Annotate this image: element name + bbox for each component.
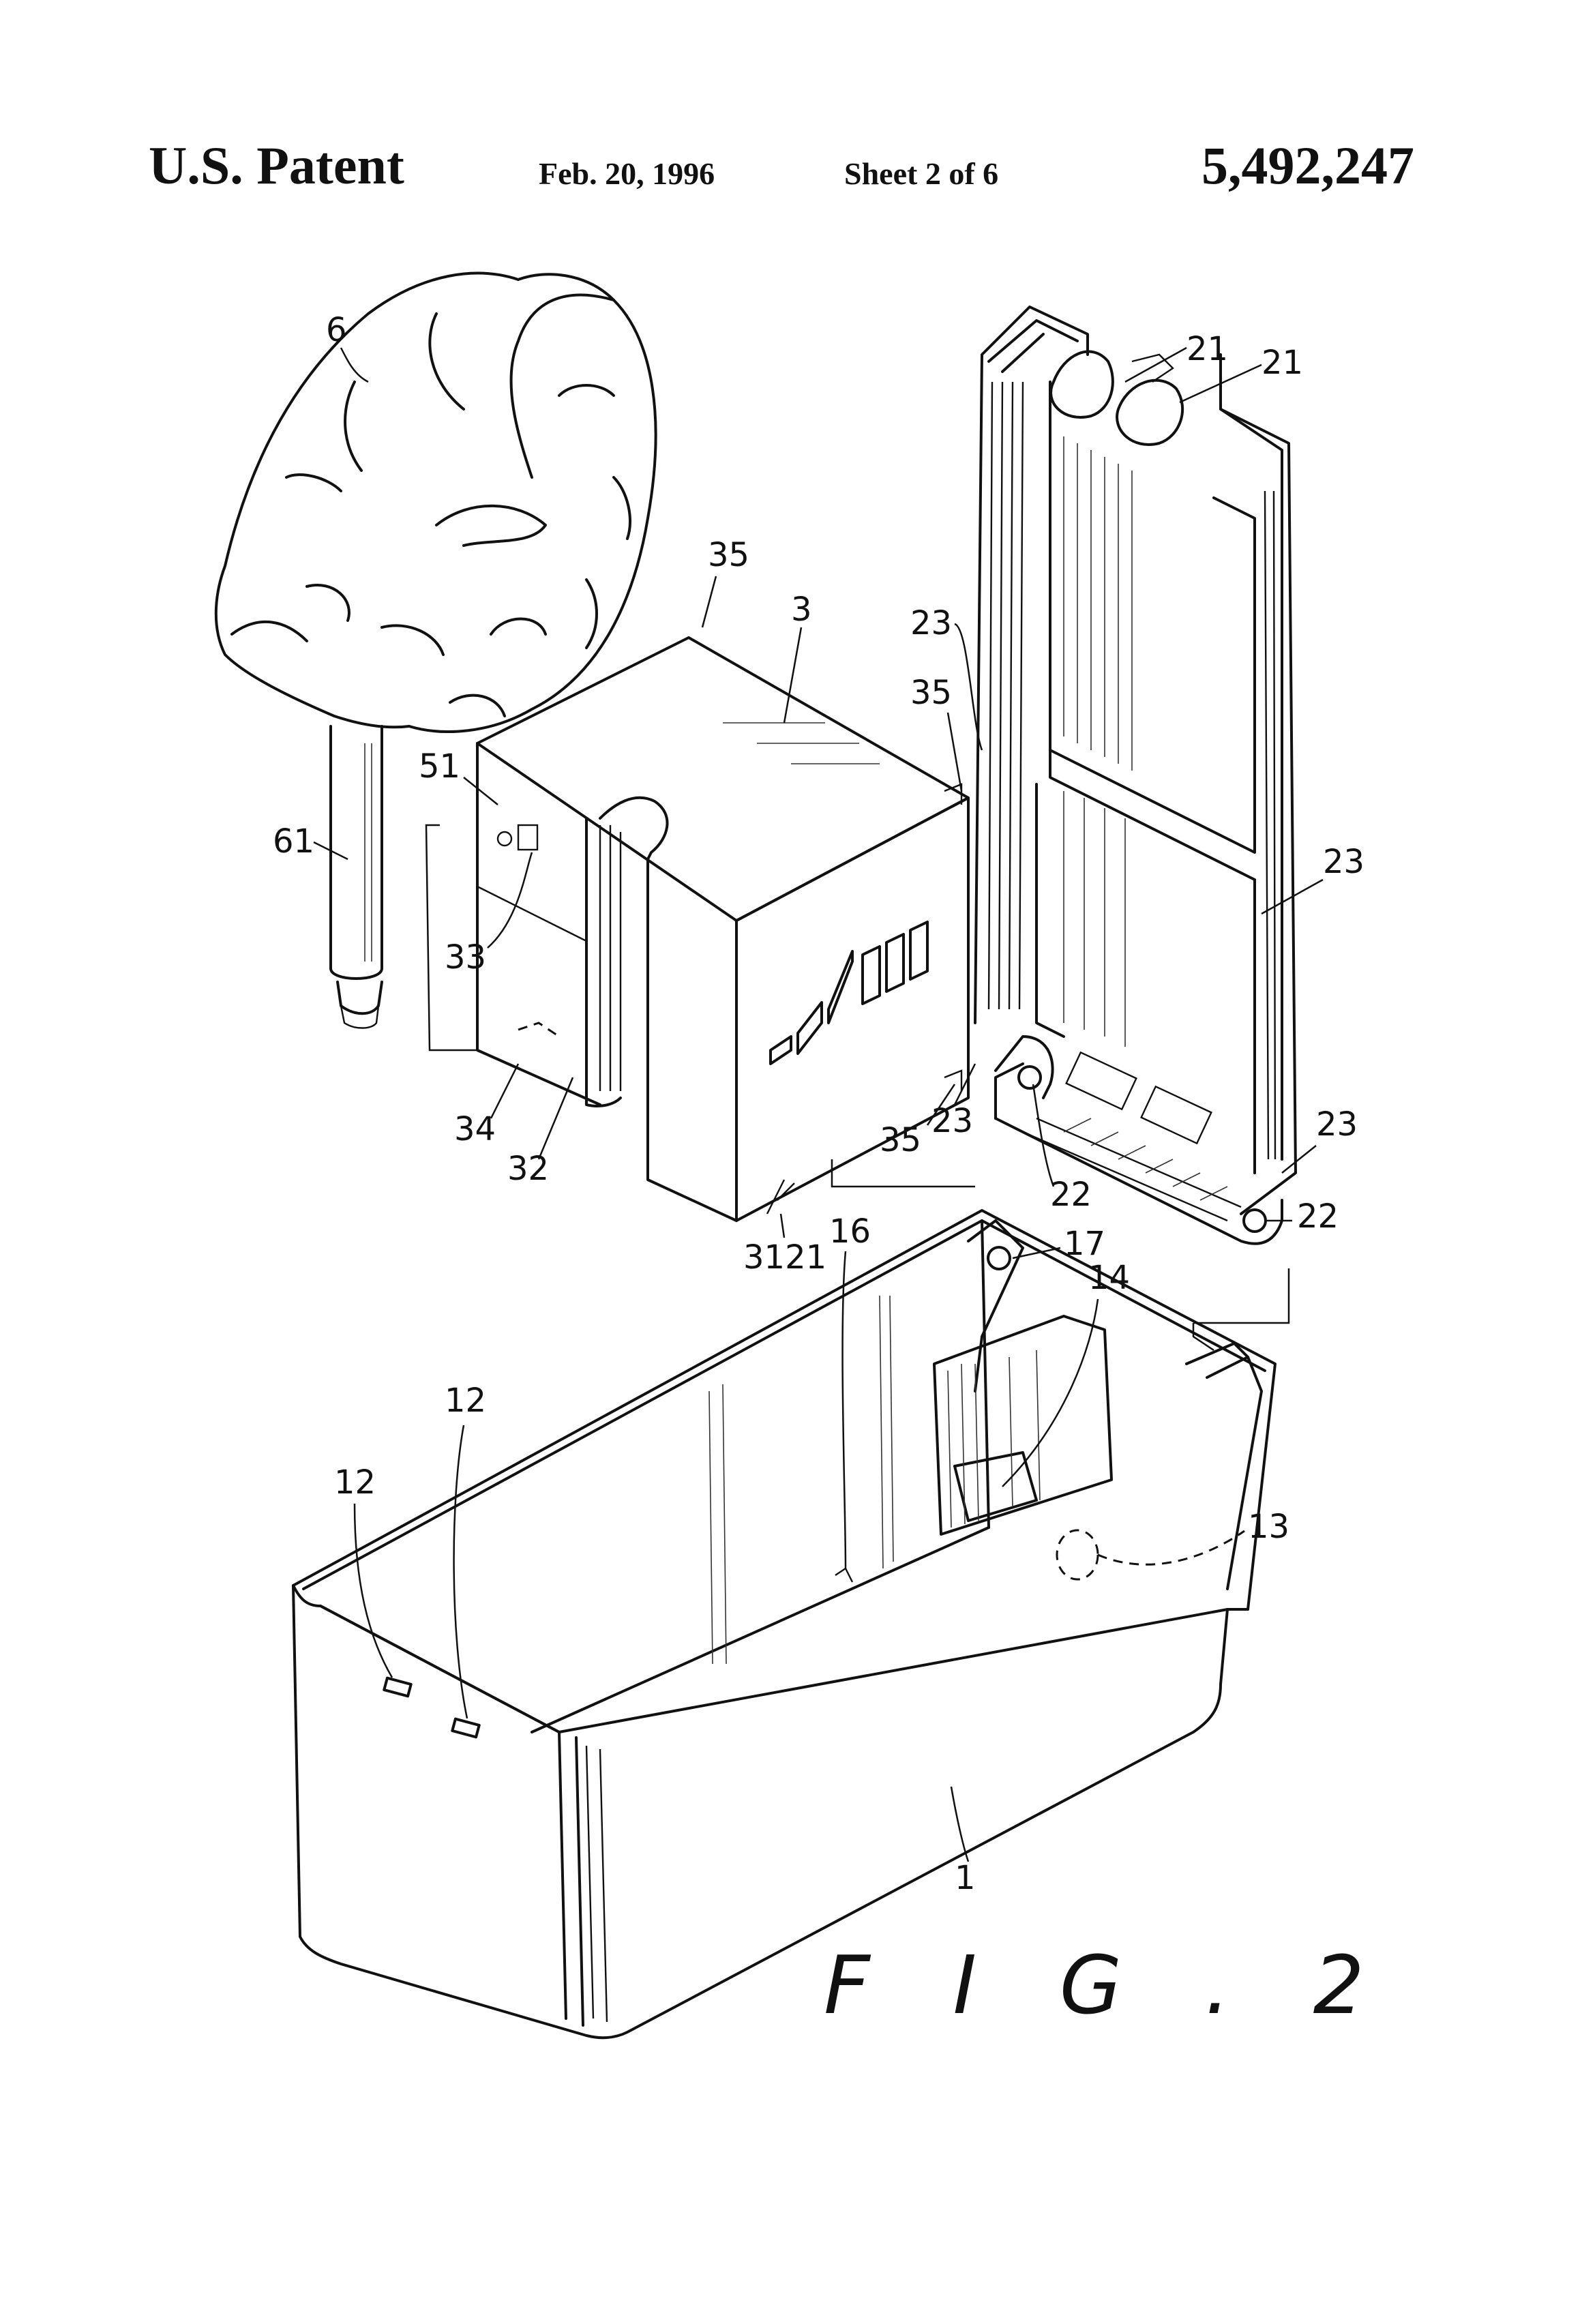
ref-23-c: 23: [1323, 843, 1364, 881]
ref-23-a: 23: [910, 604, 952, 642]
figure-caption: F I G . 2: [824, 1938, 1393, 2032]
ref-1: 1: [955, 1859, 976, 1897]
ref-34: 34: [454, 1110, 496, 1148]
ref-35-right: 35: [910, 674, 952, 712]
ref-3: 3: [791, 591, 812, 629]
ref-22-a: 22: [1050, 1176, 1092, 1214]
reference-numerals: 6 61 51 33 34 32 35 3 23 35 35 23: [273, 311, 1364, 1897]
ref-17: 17: [1064, 1225, 1105, 1263]
ref-6: 6: [326, 311, 347, 349]
ref-21-b: 21: [1262, 344, 1303, 382]
box: [293, 1210, 1275, 2038]
brush-handle: [331, 726, 382, 1028]
ref-51: 51: [419, 747, 460, 786]
ref-12-upper: 12: [445, 1382, 486, 1420]
ref-16: 16: [829, 1212, 871, 1251]
brush-head: [216, 273, 656, 732]
ref-23-d: 23: [1316, 1105, 1358, 1144]
ref-12-lower: 12: [334, 1463, 376, 1502]
ref-23-b: 23: [931, 1102, 973, 1140]
ref-35-top: 35: [708, 536, 749, 574]
ref-21-a: 21: [1186, 330, 1228, 368]
ref-61: 61: [273, 822, 314, 861]
ref-14: 14: [1088, 1259, 1130, 1297]
ref-35-bottom: 35: [880, 1121, 921, 1159]
ref-3121: 3121: [743, 1238, 826, 1277]
lid: [975, 307, 1296, 1244]
ref-33: 33: [445, 938, 486, 977]
ref-32: 32: [507, 1150, 549, 1188]
ref-22-b: 22: [1297, 1197, 1339, 1236]
ref-13: 13: [1248, 1508, 1289, 1546]
